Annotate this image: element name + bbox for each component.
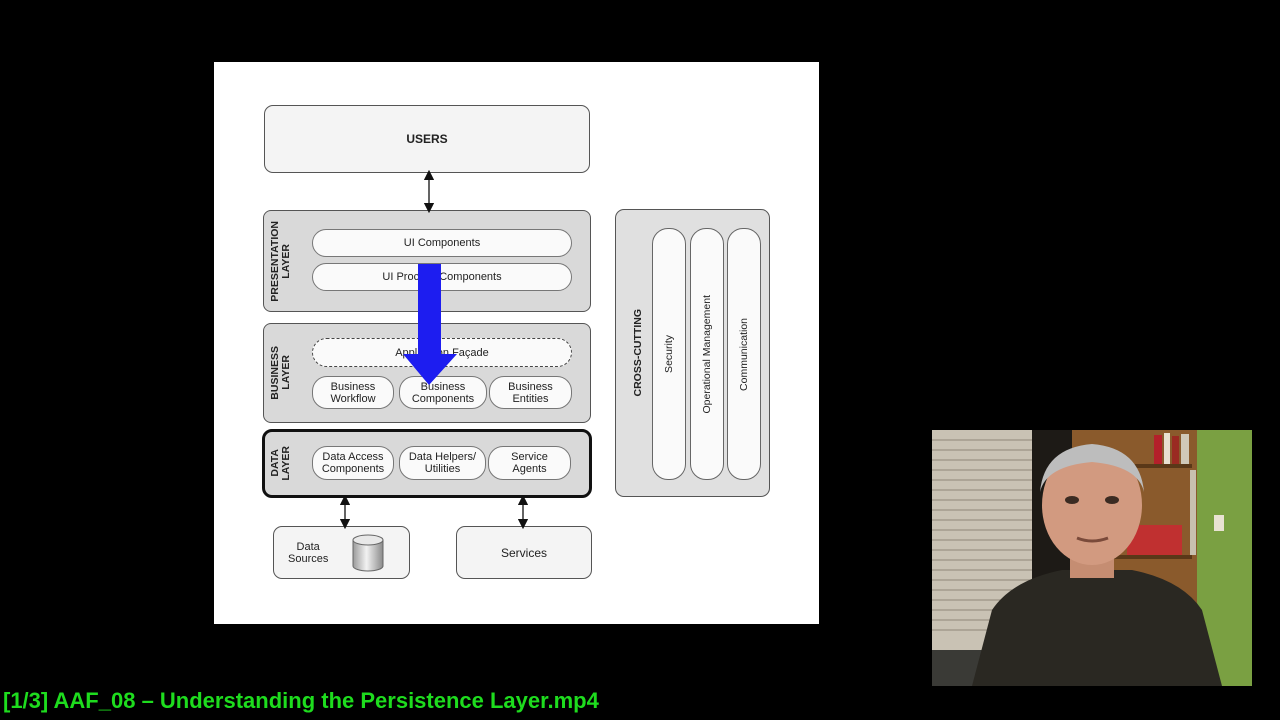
presenter-video-frame bbox=[932, 430, 1252, 686]
services-label: Services bbox=[500, 545, 547, 560]
data-helpers-pill: Data Helpers/Utilities bbox=[399, 446, 486, 480]
services-box: Services bbox=[456, 526, 592, 579]
users-label: USERS bbox=[406, 132, 448, 146]
diagram-connectors bbox=[339, 169, 529, 530]
ui-process-components-pill: UI Process Components bbox=[312, 263, 572, 291]
security-pill: Security bbox=[652, 228, 686, 480]
users-box: USERS bbox=[264, 105, 590, 173]
operational-management-pill: Operational Management bbox=[690, 228, 724, 480]
presenter-video bbox=[932, 430, 1252, 686]
ui-components-pill: UI Components bbox=[312, 229, 572, 257]
cross-cutting-box: CROSS-CUTTING Security Operational Manag… bbox=[615, 209, 770, 497]
video-title-caption: [1/3] AAF_08 – Understanding the Persist… bbox=[3, 688, 599, 713]
communication-pill: Communication bbox=[727, 228, 761, 480]
highlight-down-arrow bbox=[403, 264, 457, 385]
database-icon bbox=[352, 534, 384, 572]
